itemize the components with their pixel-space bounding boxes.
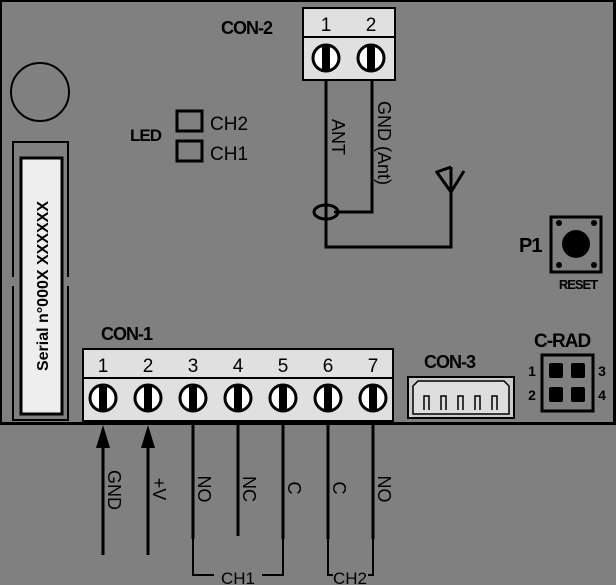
ch1-bracket bbox=[192, 539, 214, 576]
wire-label-plus-v: +V bbox=[149, 478, 169, 501]
wire-label-nc: NC bbox=[239, 476, 259, 502]
pin-slots bbox=[423, 395, 498, 410]
con3-title: CON-3 bbox=[424, 352, 476, 372]
con1-title: CON-1 bbox=[101, 324, 153, 344]
con1-pin-7: 7 bbox=[368, 356, 379, 377]
screw-icon bbox=[178, 383, 208, 413]
ant-wire-label: ANT bbox=[328, 119, 348, 155]
p1-title: P1 bbox=[519, 235, 542, 257]
wire-label-no-ch2: NO bbox=[374, 476, 394, 503]
antenna-icon bbox=[434, 165, 466, 195]
antenna-wiring: ANT GND (Ant) bbox=[312, 80, 466, 249]
wire-label-gnd: GND bbox=[104, 470, 124, 510]
group-label-ch1: CH1 bbox=[221, 569, 255, 585]
ch2-bracket bbox=[327, 539, 333, 576]
c-rad-pin-2: 2 bbox=[528, 387, 536, 403]
led-ch1-label: CH1 bbox=[210, 144, 248, 165]
led-title: LED bbox=[130, 126, 162, 145]
gnd-ant-wire-label: GND (Ant) bbox=[374, 101, 394, 185]
screw-icon bbox=[356, 43, 386, 73]
mounting-hole-icon bbox=[10, 62, 70, 122]
circuit-board bbox=[0, 0, 616, 425]
p1-reset-button: P1 RESET bbox=[519, 215, 603, 292]
serial-label: Serial n°000X XXXXXX bbox=[12, 141, 69, 421]
con2-title: CON-2 bbox=[221, 18, 273, 38]
con1-pin-3: 3 bbox=[188, 356, 199, 377]
reset-caption: RESET bbox=[559, 277, 598, 292]
c-rad-pin-3: 3 bbox=[598, 363, 606, 379]
arrow-up-icon bbox=[141, 425, 155, 448]
con1-pin-4: 4 bbox=[233, 356, 244, 377]
screw-icon bbox=[268, 383, 298, 413]
screw-icon bbox=[358, 383, 388, 413]
led-ch2-icon bbox=[175, 109, 204, 133]
wire-label-c-ch2: C bbox=[329, 482, 349, 495]
con2-pin-1: 1 bbox=[321, 15, 332, 36]
con1-wiring: GND +V NO NC C C NO CH1 CH2 bbox=[96, 423, 394, 585]
wire-label-c-ch1: C bbox=[284, 482, 304, 495]
led-ch2-label: CH2 bbox=[210, 114, 248, 135]
screw-icon bbox=[88, 383, 118, 413]
screw-icon bbox=[311, 43, 341, 73]
c-rad-header: C-RAD 1 2 3 4 bbox=[528, 331, 606, 413]
con1-pin-5: 5 bbox=[278, 356, 289, 377]
led-ch1-icon bbox=[175, 139, 204, 163]
serial-number-text: Serial n°000X XXXXXX bbox=[35, 201, 52, 371]
led-indicators: LED CH2 CH1 bbox=[130, 109, 248, 165]
con1-pin-1: 1 bbox=[98, 356, 109, 377]
screw-icon bbox=[223, 383, 253, 413]
c-rad-pin-1: 1 bbox=[528, 363, 536, 379]
con1-pin-6: 6 bbox=[323, 356, 334, 377]
con1-terminal-block: CON-1 1 2 3 4 5 6 7 bbox=[82, 324, 394, 422]
screw-icon bbox=[313, 383, 343, 413]
group-label-ch2: CH2 bbox=[333, 569, 367, 585]
con1-pin-2: 2 bbox=[143, 356, 154, 377]
shield-ring-icon bbox=[312, 203, 340, 221]
c-rad-title: C-RAD bbox=[534, 331, 590, 352]
arrow-up-icon bbox=[96, 425, 110, 448]
con2-pin-2: 2 bbox=[366, 15, 377, 36]
con3-connector: CON-3 bbox=[407, 352, 515, 419]
c-rad-pin-4: 4 bbox=[598, 387, 606, 403]
wire-label-no-ch1: NO bbox=[194, 476, 214, 503]
con2-terminal-block: CON-2 1 2 bbox=[221, 7, 396, 81]
screw-icon bbox=[133, 383, 163, 413]
